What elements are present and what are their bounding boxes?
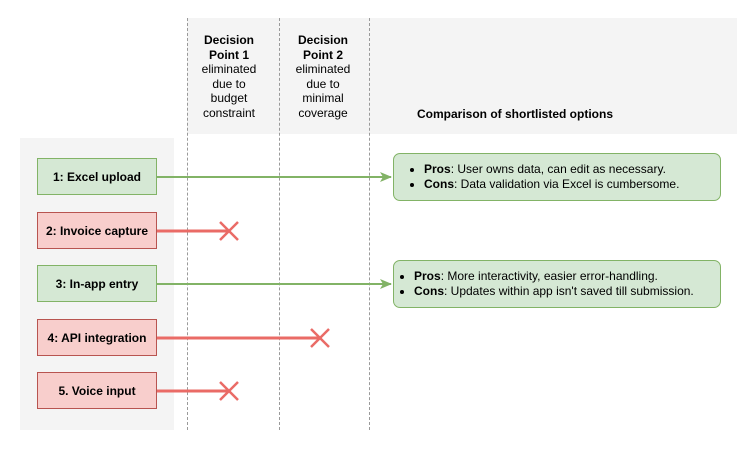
pros-cons-list: Pros: User owns data, can edit as necess… bbox=[394, 162, 679, 192]
comparison-box-in-app-entry: Pros: More interactivity, easier error-h… bbox=[393, 260, 721, 308]
cons-label: Cons bbox=[424, 177, 454, 191]
cons-text: : Updates within app isn't saved till su… bbox=[444, 284, 694, 298]
cons-text: : Data validation via Excel is cumbersom… bbox=[454, 177, 680, 191]
comparison-title: Comparison of shortlisted options bbox=[416, 107, 613, 121]
option-voice-input[interactable]: 5. Voice input bbox=[37, 372, 157, 409]
decision-point-1-title-line2: Point 1 bbox=[208, 47, 249, 62]
decision-point-1-desc-line3: budget bbox=[210, 91, 248, 105]
option-excel-upload[interactable]: 1: Excel upload bbox=[37, 158, 157, 195]
option-in-app-entry[interactable]: 3: In-app entry bbox=[37, 265, 157, 302]
pros-label: Pros bbox=[424, 162, 451, 176]
option-invoice-capture[interactable]: 2: Invoice capture bbox=[37, 212, 157, 249]
cons-item: Cons: Data validation via Excel is cumbe… bbox=[424, 177, 679, 192]
decision-point-2-header: Decision Point 2 eliminated due to minim… bbox=[277, 33, 369, 120]
divider-line bbox=[369, 18, 370, 430]
pros-cons-list: Pros: More interactivity, easier error-h… bbox=[394, 269, 694, 299]
decision-point-2-title-line2: Point 2 bbox=[302, 47, 343, 62]
decision-point-2-desc-line3: minimal bbox=[302, 91, 344, 105]
cons-label: Cons bbox=[414, 284, 444, 298]
divider-line bbox=[187, 18, 188, 430]
pros-item: Pros: More interactivity, easier error-h… bbox=[414, 269, 694, 284]
decision-point-2-desc-line2: due to bbox=[306, 76, 340, 91]
decision-point-2-desc-line4: coverage bbox=[298, 105, 348, 120]
pros-text: : User owns data, can edit as necessary. bbox=[450, 162, 666, 176]
pros-text: : More interactivity, easier error-handl… bbox=[440, 269, 658, 283]
decision-point-2-desc-line1: eliminated bbox=[295, 62, 351, 76]
decision-point-1-desc-line1: eliminated bbox=[201, 62, 257, 76]
x-mark-icon bbox=[219, 221, 239, 241]
x-mark-icon bbox=[219, 381, 239, 401]
decision-point-1-desc-line4: constraint bbox=[202, 105, 256, 120]
header-band bbox=[187, 18, 737, 134]
decision-point-1-title-line1: Decision bbox=[203, 33, 254, 47]
cons-item: Cons: Updates within app isn't saved til… bbox=[414, 284, 694, 299]
decision-point-2-title-line1: Decision bbox=[297, 33, 348, 47]
option-api-integration[interactable]: 4: API integration bbox=[37, 319, 157, 356]
divider-line bbox=[279, 18, 280, 430]
decision-point-1-header: Decision Point 1 eliminated due to budge… bbox=[183, 33, 275, 120]
decision-point-1-desc-line2: due to bbox=[212, 76, 246, 91]
pros-label: Pros bbox=[414, 269, 441, 283]
comparison-box-excel-upload: Pros: User owns data, can edit as necess… bbox=[393, 153, 721, 201]
pros-item: Pros: User owns data, can edit as necess… bbox=[424, 162, 679, 177]
x-mark-icon bbox=[310, 328, 330, 348]
